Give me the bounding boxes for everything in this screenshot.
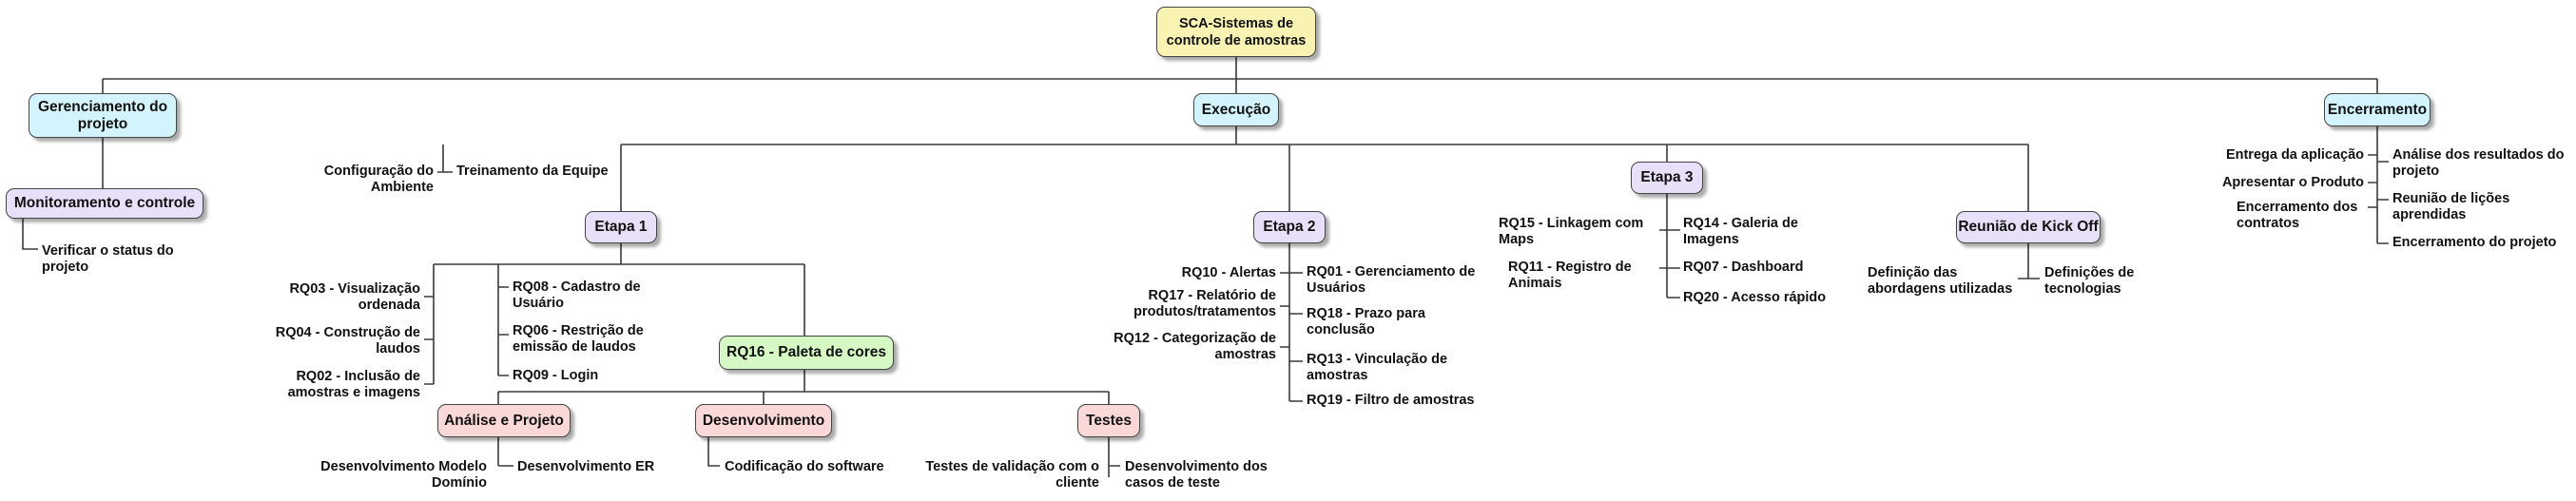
analise-resultados-label: Análise dos resultados do projeto (2392, 147, 2565, 179)
gerenciamento-node[interactable]: Gerenciamento do projeto (29, 93, 177, 138)
rq06-label: RQ06 - Restrição de emissão de laudos (513, 323, 644, 355)
rq09-label: RQ09 - Login (513, 368, 599, 383)
etapa2-node[interactable]: Etapa 2 (1253, 211, 1326, 243)
definicoes-tecnologias-label: Definições de tecnologias (2044, 265, 2135, 297)
modelo-dominio-label: Desenvolvimento Modelo Domínio (320, 459, 487, 491)
rq12-label: RQ12 - Categorização de amostras (1114, 331, 1276, 362)
rq20-label: RQ20 - Acesso rápido (1683, 290, 1827, 305)
monitoramento-node[interactable]: Monitoramento e controle (6, 188, 203, 219)
rq15-label: RQ15 - Linkagem com Maps (1499, 216, 1644, 247)
root-node[interactable]: SCA-Sistemas de controle de amostras (1156, 7, 1316, 57)
encerramento-node[interactable]: Encerramento (2324, 93, 2431, 126)
testes-node[interactable]: Testes (1077, 404, 1140, 437)
rq13-label: RQ13 - Vinculação de amostras (1307, 352, 1448, 383)
rq10-label: RQ10 - Alertas (1181, 265, 1276, 280)
licoes-aprendidas-label: Reunião de lições aprendidas (2392, 191, 2510, 222)
kickoff-node[interactable]: Reunião de Kick Off (1956, 211, 2101, 243)
configuracao-ambiente-label: Configuração do Ambiente (323, 164, 434, 195)
encerramento-contratos-label: Encerramento dos contratos (2237, 200, 2358, 231)
execucao-node[interactable]: Execução (1193, 93, 1279, 126)
er-label: Desenvolvimento ER (517, 459, 655, 474)
verificar-status-label: Verificar o status do projeto (42, 243, 174, 275)
rq19-label: RQ19 - Filtro de amostras (1307, 393, 1475, 408)
desenvolvimento-node[interactable]: Desenvolvimento (695, 404, 832, 437)
rq11-label: RQ11 - Registro de Animais (1508, 260, 1632, 291)
rq07-label: RQ07 - Dashboard (1683, 260, 1804, 275)
entrega-aplicacao-label: Entrega da aplicação (2225, 147, 2364, 163)
etapa1-node[interactable]: Etapa 1 (585, 211, 657, 243)
rq16-node[interactable]: RQ16 - Paleta de cores (719, 336, 894, 370)
treinamento-equipe-label: Treinamento da Equipe (456, 164, 609, 179)
encerramento-projeto-label: Encerramento do projeto (2392, 235, 2557, 250)
rq04-label: RQ04 - Construção de laudos (275, 325, 420, 356)
codificacao-label: Codificação do software (725, 459, 884, 474)
rq17-label: RQ17 - Relatório de produtos/tratamentos (1133, 288, 1276, 319)
rq01-label: RQ01 - Gerenciamento de Usuários (1307, 264, 1476, 296)
definicao-abordagens-label: Definição das abordagens utilizadas (1868, 265, 2013, 297)
rq14-label: RQ14 - Galeria de Imagens (1683, 216, 1798, 247)
casos-teste-label: Desenvolvimento dos casos de teste (1125, 459, 1268, 491)
rq02-label: RQ02 - Inclusão de amostras e imagens (287, 369, 420, 400)
rq08-label: RQ08 - Cadastro de Usuário (513, 279, 641, 311)
apresentar-produto-label: Apresentar o Produto (2221, 175, 2364, 190)
etapa3-node[interactable]: Etapa 3 (1631, 162, 1703, 194)
testes-validacao-label: Testes de validação com o cliente (925, 459, 1099, 491)
analise-projeto-node[interactable]: Análise e Projeto (437, 404, 571, 437)
rq03-label: RQ03 - Visualização ordenada (289, 281, 420, 313)
rq18-label: RQ18 - Prazo para conclusão (1307, 306, 1425, 337)
